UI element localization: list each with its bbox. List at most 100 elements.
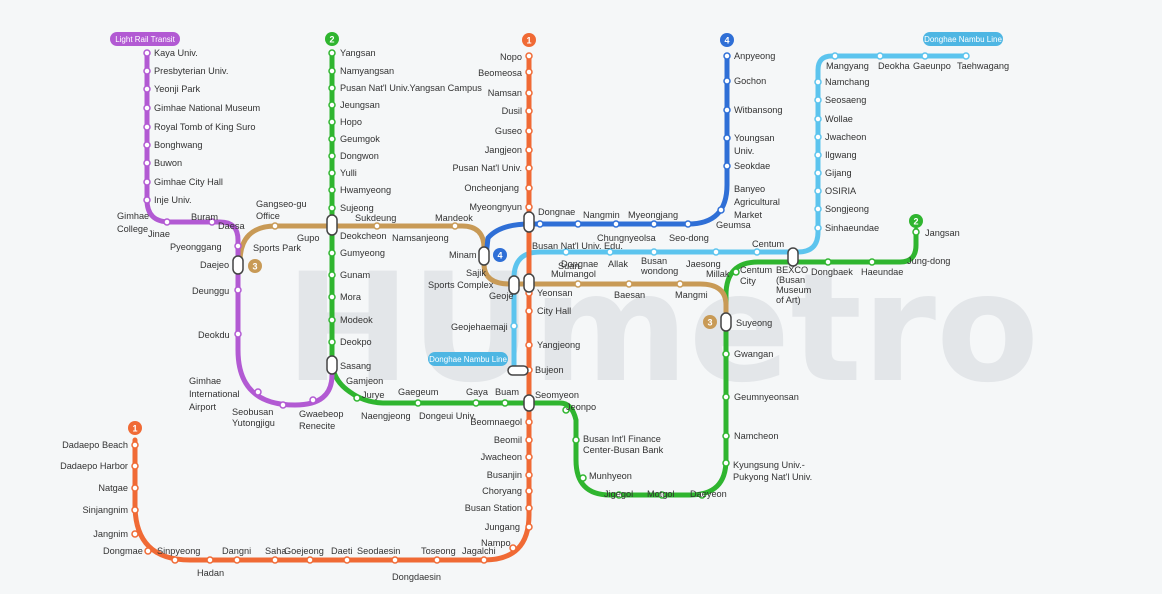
station-label: Natgae [98,483,128,493]
transfer-sasang [326,355,338,375]
station-label: Witbansong [734,105,783,115]
station-label: Daesa [218,221,245,231]
station-label: Gunam [340,270,370,280]
station-label: Beomnaegol [470,417,522,427]
station-label: Beomeosa [478,68,523,78]
transfer-bexco [787,247,799,267]
station-label: Sinhaeundae [825,223,879,233]
station-label: Daeyeon [690,489,727,499]
transfer-suyeong [720,312,732,332]
station-label: International [189,389,240,399]
line1-left-badge: 1 [132,424,137,434]
station-label: Dongmae [103,546,143,556]
transfer-yeonsan [523,273,535,293]
station-label: Deokpo [340,337,372,347]
station-label: Busan Nat'l Univ. Edu. [532,241,623,251]
station-label: Seobusan [232,407,273,417]
station-label: Saha [265,546,287,556]
transfer-bujeon [507,365,529,376]
line4-top-badge: 4 [724,36,729,46]
station-label: Choryang [482,486,522,496]
station-label: Dongwon [340,151,379,161]
station-label: Mandeok [435,213,473,223]
station-label: Gijang [825,168,852,178]
station-label: Jangnim [93,529,128,539]
station-label: Jurye [362,390,384,400]
station-label: Youngsan [734,133,775,143]
station-label: Namsan [488,88,522,98]
line2-top-badge: 2 [329,35,334,45]
station-label: Office [256,211,280,221]
station-label: Jeonpo [566,402,596,412]
station-label: Songjeong [825,204,869,214]
station-label: Dongdaesin [392,572,441,582]
station-label: Namsanjeong [392,233,449,243]
station-label: Wollae [825,114,853,124]
station-label: (Busan [776,275,805,285]
station-label: Dadaepo Harbor [60,461,128,471]
station-label: Jigegol [604,489,633,499]
donghae-top-pill: Donghae Nambu Line [924,35,1002,44]
station-label: Motgol [647,489,675,499]
station-label: Yulli [340,168,357,178]
station-label: Geojehaemaji [451,322,508,332]
station-label: City [740,276,756,286]
station-label: Banyeo [734,184,765,194]
station-label: Sajik [466,268,486,278]
station-label: Sasang [340,361,371,371]
station-label: Seomyeon [535,390,579,400]
station-label: Gimhae [117,211,149,221]
station-label: Centum [740,265,773,275]
station-label: Jangjeon [485,145,522,155]
station-label: Naengjeong [361,411,411,421]
station-label: Dongbaek [811,267,853,277]
station-label: Bujeon [535,365,564,375]
station-label: Busan Station [465,503,522,513]
station-label: Dusil [502,106,522,116]
station-label: Goejeong [284,546,324,556]
station-label: Agricultural [734,197,780,207]
station-label: Daeti [331,546,352,556]
line4-minam-badge: 4 [497,251,502,261]
station-label: Gamjeon [346,376,383,386]
station-label: Geumnyeonsan [734,392,799,402]
station-label: Chungnyeolsa [597,233,657,243]
station-label: Mangyang [826,61,869,71]
station-label: Pusan Nat'l Univ.Yangsan Campus [340,83,482,93]
station-label: Oncheonjang [464,183,519,193]
station-labels: Kaya Univ. Presbyterian Univ. Yeonji Par… [60,48,1009,582]
station-label: Geoje [489,291,514,301]
station-label: Anpyeong [734,51,775,61]
line2-right-badge: 2 [913,217,918,227]
station-label: Yangjeong [537,340,580,350]
station-label: Toseong [421,546,456,556]
station-label: Jinae [148,229,170,239]
station-label: Daejeo [200,260,229,270]
station-label: Renecite [299,421,335,431]
station-label: Gaya [466,387,489,397]
station-label: Jung-dong [907,256,950,266]
station-label: Buram [191,212,218,222]
station-label: Busan Int'l Finance [583,434,661,444]
transfer-daejeo [232,255,244,275]
station-label: Museum [776,285,812,295]
station-label: Jwacheon [481,452,522,462]
donghae-line-path [511,53,969,375]
station-label: Dangni [222,546,251,556]
station-label: Gochon [734,76,766,86]
station-label: Gaegeum [398,387,439,397]
station-label: Sinjangnim [83,505,129,515]
station-label: wondong [640,266,678,276]
station-label: Nopo [500,52,522,62]
station-label: Deunggu [192,286,229,296]
station-label: Dongnae [561,259,598,269]
station-label: Sujeong [340,203,374,213]
station-label: Myeongjang [628,210,678,220]
station-label: Millak [706,269,730,279]
station-label: Dadaepo Beach [62,440,128,450]
station-label: Guseo [495,126,522,136]
station-label: Kyungsung Univ.- [733,460,805,470]
station-label: Yangsan [340,48,376,58]
station-label: Geumsa [716,220,752,230]
station-label: Center-Busan Bank [583,445,664,455]
